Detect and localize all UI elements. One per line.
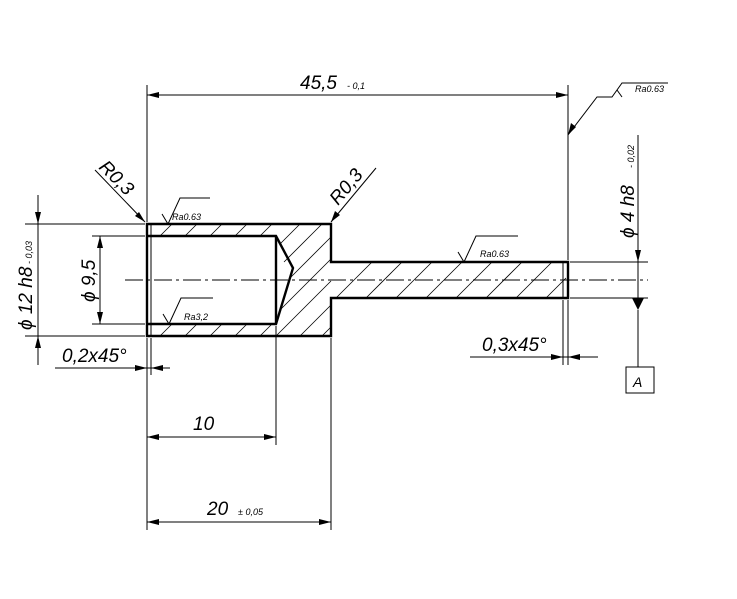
dim-radius-left: R0,3: [94, 157, 146, 223]
bore-depth-value: 10: [193, 414, 215, 435]
part-body: [125, 222, 648, 338]
pin-diameter-value: ϕ 4 h8: [618, 185, 639, 238]
roughness-outer-label: Ra0.63: [172, 212, 201, 222]
radius-right-value: R0,3: [326, 165, 368, 210]
hatch-head-top: [159, 223, 273, 237]
dim-head-length: 20 ± 0,05: [147, 338, 332, 530]
outer-diameter-tolerance: - 0,03: [24, 241, 34, 264]
datum-a: A: [625, 298, 655, 394]
head-outline: [145, 222, 570, 338]
dim-outer-diameter: ϕ 12 h8 - 0,03: [16, 195, 145, 365]
chamfer-right-value: 0,3x45°: [482, 335, 547, 356]
dim-chamfer-left: 0,2x45°: [55, 338, 170, 375]
overall-length-tolerance: - 0,1: [347, 81, 365, 91]
datum-a-label: A: [632, 374, 642, 390]
roughness-general-label: Ra0.63: [635, 84, 664, 94]
roughness-general: Ra0.63: [567, 82, 668, 136]
radius-left-value: R0,3: [94, 157, 138, 201]
roughness-pin: Ra0.63: [457, 235, 518, 264]
dim-bore-diameter: ϕ 9,5: [79, 235, 145, 325]
bore-diameter-value: ϕ 9,5: [79, 259, 100, 302]
outer-diameter-value: ϕ 12 h8: [16, 266, 37, 330]
dim-radius-right: R0,3: [326, 165, 377, 223]
roughness-bore: Ra3,2: [162, 297, 213, 326]
roughness-bore-label: Ra3,2: [184, 312, 208, 322]
dim-overall-length: 45,5 - 0,1: [146, 73, 569, 260]
chamfer-left-value: 0,2x45°: [62, 346, 127, 367]
bore-outline: [147, 234, 295, 326]
dim-pin-diameter: ϕ 4 h8 - 0,02: [570, 135, 648, 299]
head-length-tolerance: ± 0,05: [238, 507, 264, 517]
head-length-value: 20: [206, 499, 229, 520]
overall-length-value: 45,5: [300, 73, 337, 94]
roughness-outer: Ra0.63: [161, 197, 210, 226]
pin-diameter-tolerance: - 0,02: [626, 145, 636, 168]
dim-chamfer-right: 0,3x45°: [470, 300, 598, 365]
hatch-head-bottom: [159, 323, 273, 337]
roughness-pin-label: Ra0.63: [480, 249, 509, 259]
dim-bore-depth: 10: [146, 326, 277, 530]
hatch-shoulder: [276, 223, 332, 337]
